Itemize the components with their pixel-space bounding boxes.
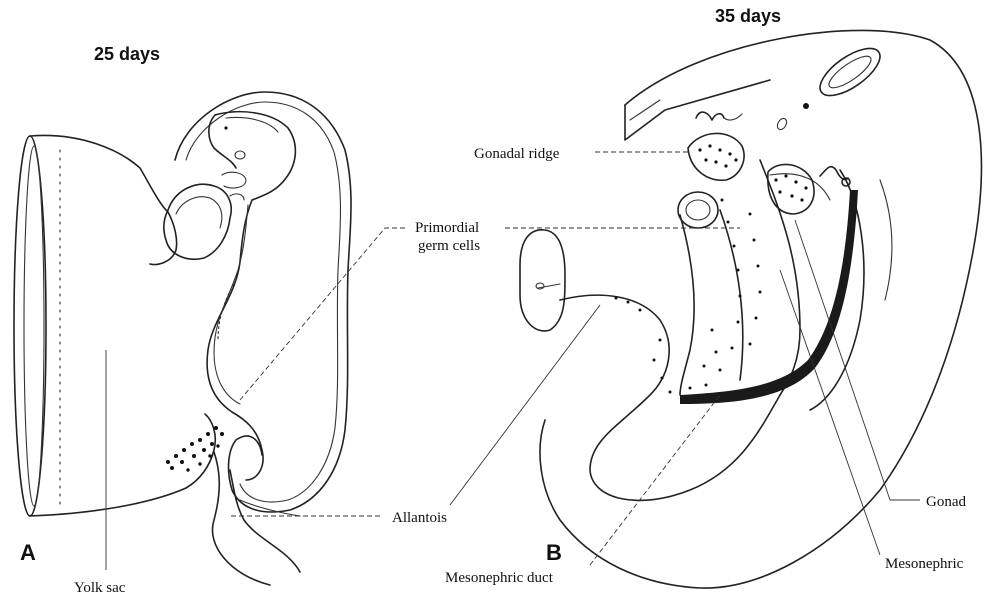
panel-b: 35 days B Gonadal ridge Mesonephric duct…	[445, 6, 981, 588]
allantois-stalk	[212, 452, 300, 585]
label-mesonephric-duct: Mesonephric duct	[445, 570, 554, 586]
leader-allantois-b	[450, 305, 600, 505]
gonadal-ridge-lower	[768, 164, 850, 214]
panel-a-title: 25 days	[94, 44, 160, 64]
panel-b-title: 35 days	[715, 6, 781, 26]
label-allantois: Allantois	[392, 510, 447, 526]
leader-mesonephric-duct	[590, 395, 720, 565]
panel-a-letter: A	[20, 540, 36, 565]
label-mesonephric: Mesonephric	[885, 556, 964, 572]
gonadal-ridge-upper	[688, 112, 744, 180]
mesonephric-duct-band	[680, 190, 858, 404]
label-primordial-line1: Primordial	[415, 220, 479, 236]
label-primordial-line2: germ cells	[418, 238, 480, 254]
leader-mesonephric	[780, 270, 880, 555]
yolk-sac-shape	[14, 135, 215, 516]
embryo-b-outline	[540, 30, 981, 588]
panel-a: 25 days A Yolk sac Primordial germ cells…	[14, 44, 480, 596]
label-gonad: Gonad	[926, 494, 966, 510]
panel-b-letter: B	[546, 540, 562, 565]
primordial-germ-cells-b	[615, 144, 808, 393]
label-gonadal-ridge: Gonadal ridge	[474, 146, 560, 162]
embryo-body-outline	[175, 92, 351, 512]
neural-tube	[207, 112, 295, 480]
leader-primordial	[240, 228, 405, 400]
label-yolk-sac: Yolk sac	[74, 580, 126, 596]
heart-bulge	[164, 184, 231, 259]
